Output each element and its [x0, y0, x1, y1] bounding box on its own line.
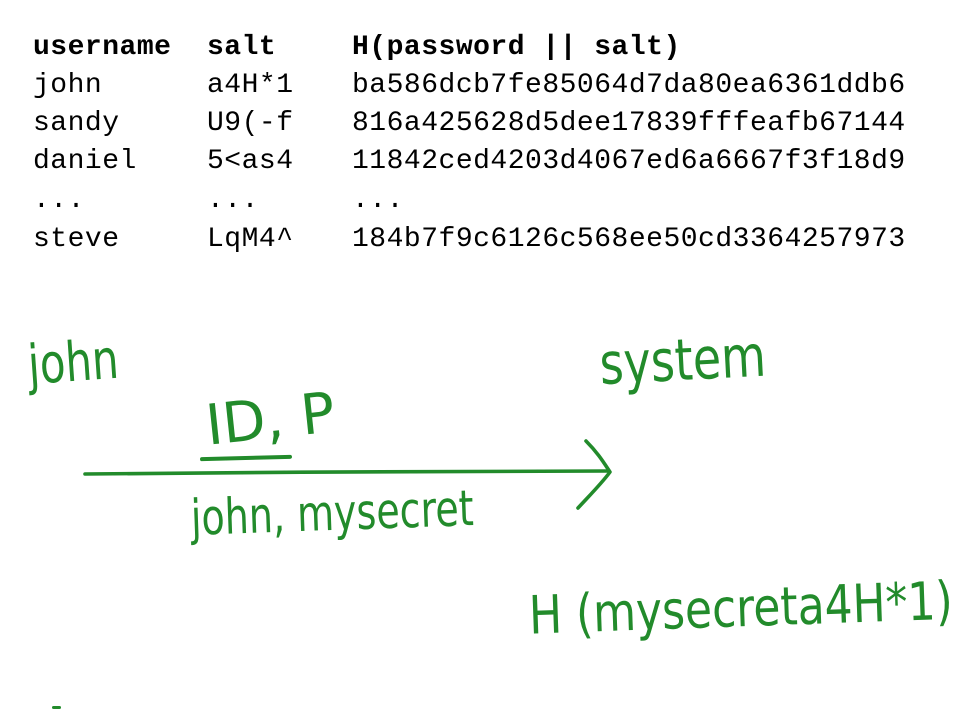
table-row: daniel 5<as4 11842ced4203d4067ed6a6667f3…: [33, 146, 953, 182]
stray-pen-mark: [52, 706, 61, 709]
table-row: sandy U9(-f 816a425628d5dee17839fffeafb6…: [33, 108, 953, 144]
cell-salt: 5<as4: [207, 146, 294, 177]
cell-salt: ...: [207, 185, 259, 216]
cell-username: john: [33, 70, 103, 101]
cell-hash: ba586dcb7fe85064d7da80ea6361ddb6: [352, 70, 906, 101]
table-row: steve LqM4^ 184b7f9c6126c568ee50cd336425…: [33, 224, 953, 260]
cell-username: steve: [33, 224, 120, 255]
handwritten-credentials-label: john, mysecret: [189, 479, 475, 547]
cell-salt: LqM4^: [207, 224, 294, 255]
message-arrow: [83, 439, 612, 510]
arrow-shaft: [83, 469, 610, 476]
password-table: username salt H(password || salt) john a…: [0, 0, 969, 280]
handwritten-system-label: system: [597, 321, 768, 398]
handwritten-hash-expression: H (mysecreta4H*1): [527, 570, 954, 647]
column-header-hash: H(password || salt): [352, 32, 681, 63]
arrow-head: [576, 439, 612, 510]
cell-salt: a4H*1: [207, 70, 294, 101]
cell-salt: U9(-f: [207, 108, 294, 139]
cell-hash: 11842ced4203d4067ed6a6667f3f18d9: [352, 146, 906, 177]
cell-hash: 184b7f9c6126c568ee50cd3364257973: [352, 224, 906, 255]
cell-hash: 816a425628d5dee17839fffeafb67144: [352, 108, 906, 139]
table-row-ellipsis: ... ... ...: [33, 185, 953, 221]
cell-username: ...: [33, 185, 85, 216]
password-table-header-row: username salt H(password || salt): [33, 32, 953, 68]
cell-username: sandy: [33, 108, 120, 139]
table-row: john a4H*1 ba586dcb7fe85064d7da80ea6361d…: [33, 70, 953, 106]
column-header-username: username: [33, 32, 172, 63]
cell-username: daniel: [33, 146, 137, 177]
cell-hash: ...: [352, 185, 404, 216]
handwritten-user-label: john: [25, 327, 121, 397]
column-header-salt: salt: [207, 32, 277, 63]
